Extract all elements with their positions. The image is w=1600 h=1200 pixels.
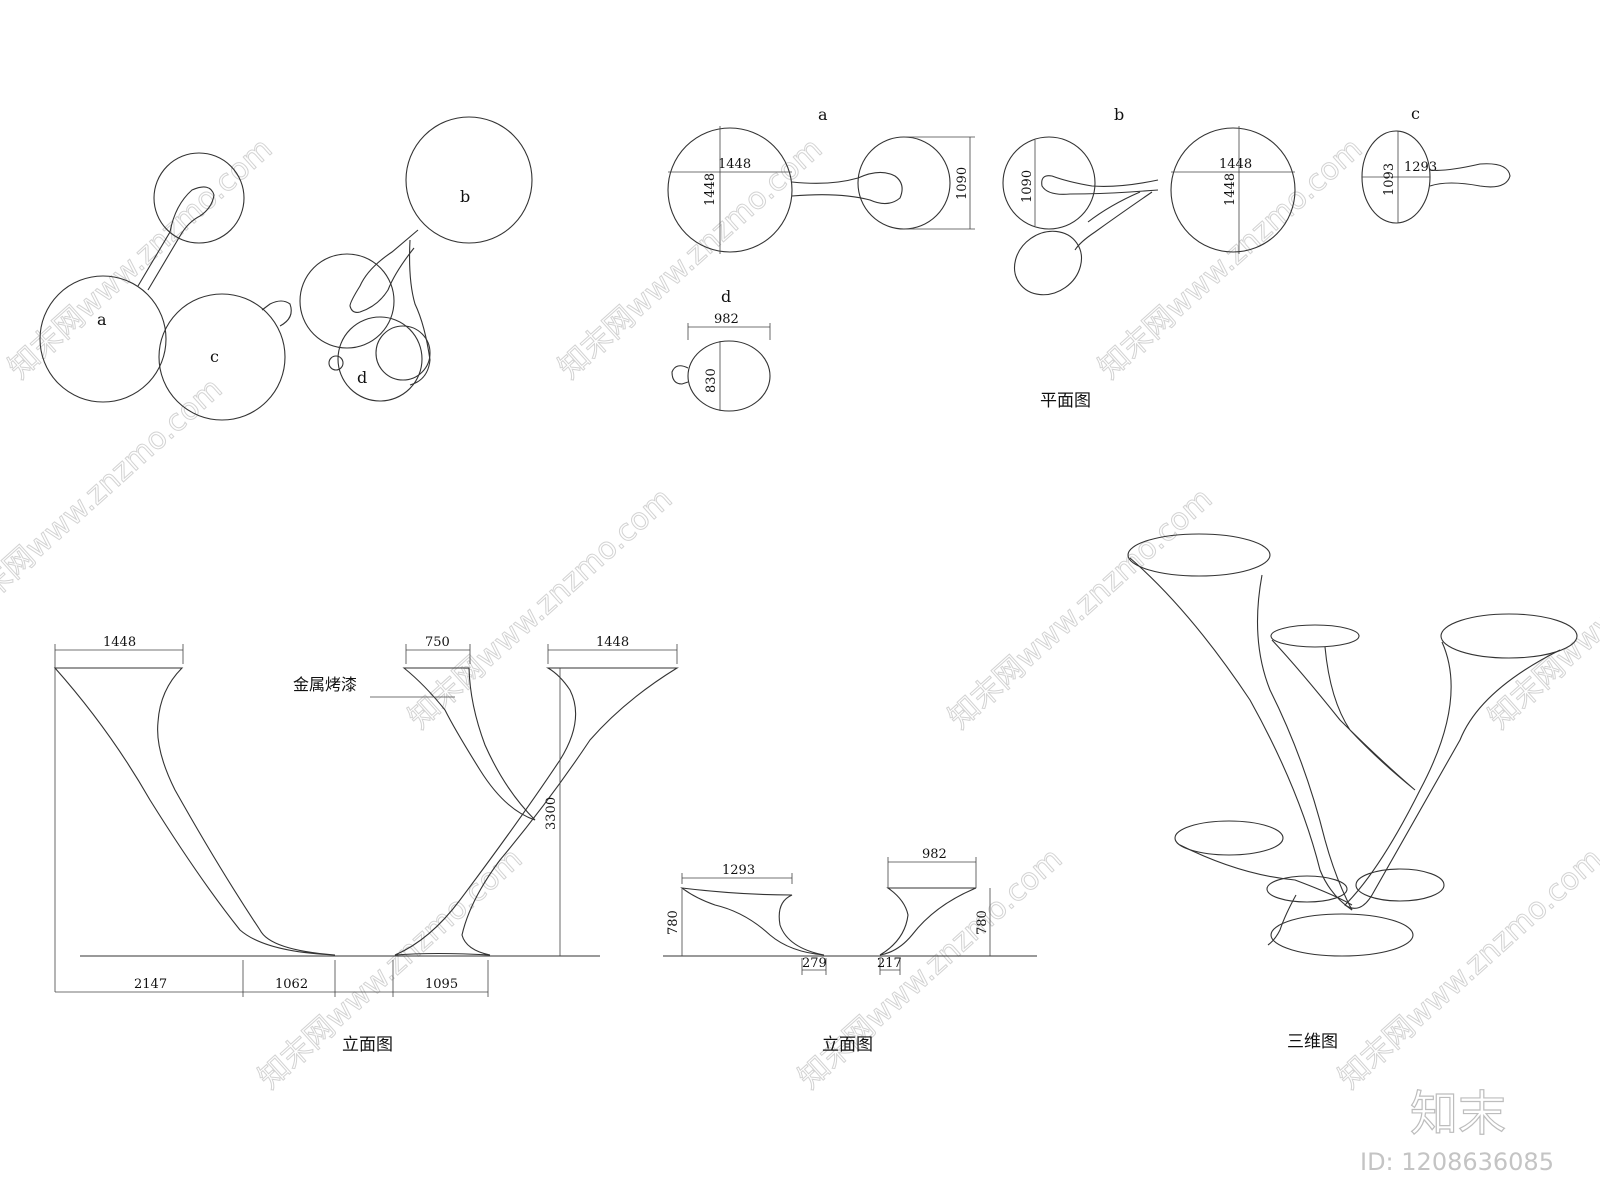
dim-e2-base-left: 279 [802,956,827,971]
dim-d-height: 830 [704,368,719,393]
plan-view-a: a 1448 1448 1090 [667,105,975,254]
plan-sketch-2: b d [299,116,533,402]
watermark: 知末网www.znzmo.com [402,481,679,736]
watermark: 知末网www.znzmo.com [1482,481,1600,736]
elevation-1: 1448 750 1448 3300 2147 1062 1095 金属烤漆 [53,635,679,997]
sketch-label-c: c [210,347,219,366]
dim-e1-top-left: 1448 [103,635,136,650]
dim-e2-height-left: 780 [666,910,681,935]
caption-plan: 平面图 [1040,391,1091,411]
watermark: 知末网www.znzmo.com [0,371,229,626]
elevation-2: 1293 780 982 780 279 217 [663,847,1037,975]
dim-c-width: 1293 [1404,160,1437,175]
dim-e1-base-3: 1095 [425,977,458,992]
caption-3d-view: 三维图 [1287,1032,1338,1052]
watermark: 知末网www.znzmo.com [252,841,529,1096]
dim-a-right: 1090 [955,167,970,200]
dim-e2-height-right: 780 [975,910,990,935]
dim-a-width: 1448 [718,157,751,172]
watermark: 知末网www.znzmo.com [2,131,279,386]
dim-e1-base-2: 1062 [275,977,308,992]
sketch-label-d: d [357,368,367,387]
dim-a-height: 1448 [703,173,718,206]
dim-e2-top-left: 1293 [722,863,755,878]
brand-logo: 知末 [1410,1086,1506,1142]
dim-d-width: 982 [714,312,739,327]
dim-e1-top-right: 1448 [596,635,629,650]
dim-e1-top-mid: 750 [425,635,450,650]
plan-label-c: c [1411,104,1420,123]
plan-sketch-1: a c [39,152,292,421]
watermark: 知末网www.znzmo.com [942,481,1219,736]
watermark-layer: 知末网www.znzmo.com 知末网www.znzmo.com 知末网www… [0,131,1600,1097]
watermark: 知末网www.znzmo.com [552,131,829,386]
plan-view-c: c 1293 1093 [1361,104,1511,224]
watermark: 知末网www.znzmo.com [792,841,1069,1096]
plan-label-a: a [818,105,828,124]
material-annotation: 金属烤漆 [293,675,357,694]
plan-view-d: d 982 830 [671,287,771,412]
watermark: 知末网www.znzmo.com [1332,841,1600,1096]
image-id: ID: 1208636085 [1360,1148,1554,1176]
dim-b-left: 1090 [1020,170,1035,203]
plan-label-d: d [721,287,731,306]
dim-e2-top-right: 982 [922,847,947,862]
plan-view-b: b 1090 1448 1448 [1002,105,1296,296]
caption-elevation-2: 立面图 [822,1035,873,1055]
caption-elevation-1: 立面图 [342,1035,393,1055]
sketch-label-a: a [97,310,107,329]
dim-c-height: 1093 [1382,163,1397,196]
dim-b-height: 1448 [1223,173,1238,206]
sketch-label-b: b [460,187,470,206]
dim-e1-base-1: 2147 [134,977,167,992]
three-d-view [1127,533,1578,957]
dim-b-width: 1448 [1219,157,1252,172]
plan-label-b: b [1114,105,1124,124]
dim-e2-base-right: 217 [877,956,902,971]
dim-e1-height: 3300 [544,797,559,830]
